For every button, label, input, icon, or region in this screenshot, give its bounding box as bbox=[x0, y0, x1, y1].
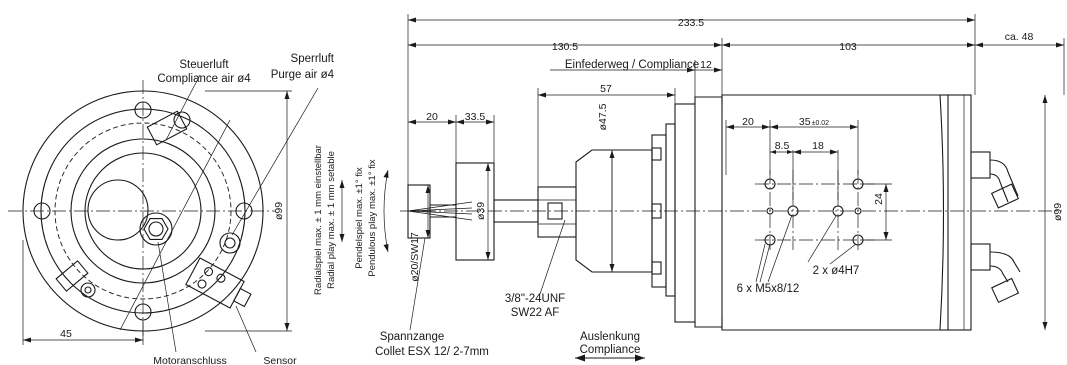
m5-hole bbox=[832, 205, 844, 217]
dim-20-holes: 20 bbox=[742, 116, 754, 128]
dim-d47-5: ø47.5 bbox=[597, 103, 609, 130]
sensor-label: Sensor bbox=[263, 355, 297, 365]
dim-20-top: 20 bbox=[426, 111, 438, 123]
dim-12: 12 bbox=[700, 59, 712, 71]
einfederweg-label: Einfederweg / Compliance bbox=[565, 59, 699, 71]
m5-hole bbox=[766, 207, 774, 215]
collet-label: Collet ESX 12/ 2-7mm bbox=[375, 346, 489, 358]
dim-8-5: 8.5 bbox=[775, 140, 790, 152]
dim-103: 103 bbox=[839, 41, 857, 53]
dim-57: 57 bbox=[600, 83, 612, 95]
purge-air-label: Purge air ø4 bbox=[271, 69, 335, 81]
compliance-air-label: Compliance air ø4 bbox=[157, 73, 251, 85]
sensor-block bbox=[185, 257, 252, 309]
compliance-unit-housing bbox=[721, 94, 945, 331]
compliance-air-port bbox=[173, 111, 191, 129]
mount-hole-right bbox=[235, 202, 253, 220]
dim-d99-right: ø99 bbox=[1052, 203, 1064, 221]
offset-bore-circle bbox=[87, 179, 149, 241]
radial-play-en: Radial play max. ± 1 mm setable bbox=[326, 151, 337, 289]
hex-nut bbox=[537, 186, 577, 238]
rear-flange bbox=[947, 94, 972, 331]
dim-ca-48: ca. 48 bbox=[1005, 31, 1034, 43]
m5-hole bbox=[764, 178, 776, 190]
steuerluft-label: Steuerluft bbox=[179, 59, 229, 71]
dim-18: 18 bbox=[812, 140, 824, 152]
mount-hole-left bbox=[33, 202, 51, 220]
dim-233-5: 233.5 bbox=[678, 17, 704, 29]
m5-thread-label: 6 x M5x8/12 bbox=[737, 283, 800, 295]
dim-d99-left: ø99 bbox=[273, 202, 285, 220]
auslenkung-label: Auslenkung bbox=[580, 331, 640, 343]
pendulous-play-de: Pendelspiel max. ±1° fix bbox=[354, 167, 365, 269]
spindle-nut bbox=[139, 212, 173, 246]
pendulous-play-en: Pendulous play max. ±1° fix bbox=[367, 159, 378, 277]
dim-45: 45 bbox=[60, 328, 72, 340]
mount-hole-top bbox=[134, 101, 152, 119]
m5-hole bbox=[787, 205, 799, 217]
dim-130-5: 130.5 bbox=[552, 41, 578, 53]
dim-35: 35±0.02 bbox=[799, 116, 829, 128]
collet bbox=[407, 184, 431, 239]
dim-d39: ø39 bbox=[475, 202, 487, 220]
side-view bbox=[339, 14, 1065, 362]
dim-d20-sw17: ø20/SW17 bbox=[409, 232, 421, 282]
dim-24: 24 bbox=[873, 193, 885, 205]
dowel-hole bbox=[854, 207, 862, 215]
radial-play-de: Radialspiel max. ± 1 mm einstellbar bbox=[313, 145, 324, 295]
sperrluft-label: Sperrluft bbox=[291, 53, 335, 65]
sw22-label: SW22 AF bbox=[511, 307, 560, 319]
compliance-motion-label: Compliance bbox=[580, 344, 641, 356]
motoranschluss-label: Motoranschluss bbox=[153, 355, 227, 365]
dim-33-5: 33.5 bbox=[465, 111, 486, 123]
purge-air-port bbox=[219, 232, 241, 254]
mounting-flange bbox=[674, 103, 696, 323]
unf-thread-label: 3/8"-24UNF bbox=[505, 293, 565, 305]
end-view bbox=[8, 74, 319, 353]
flange-circle bbox=[40, 108, 246, 314]
spannzange-label: Spannzange bbox=[380, 331, 445, 343]
dowel-hole-label: 2 x ø4H7 bbox=[813, 265, 860, 277]
